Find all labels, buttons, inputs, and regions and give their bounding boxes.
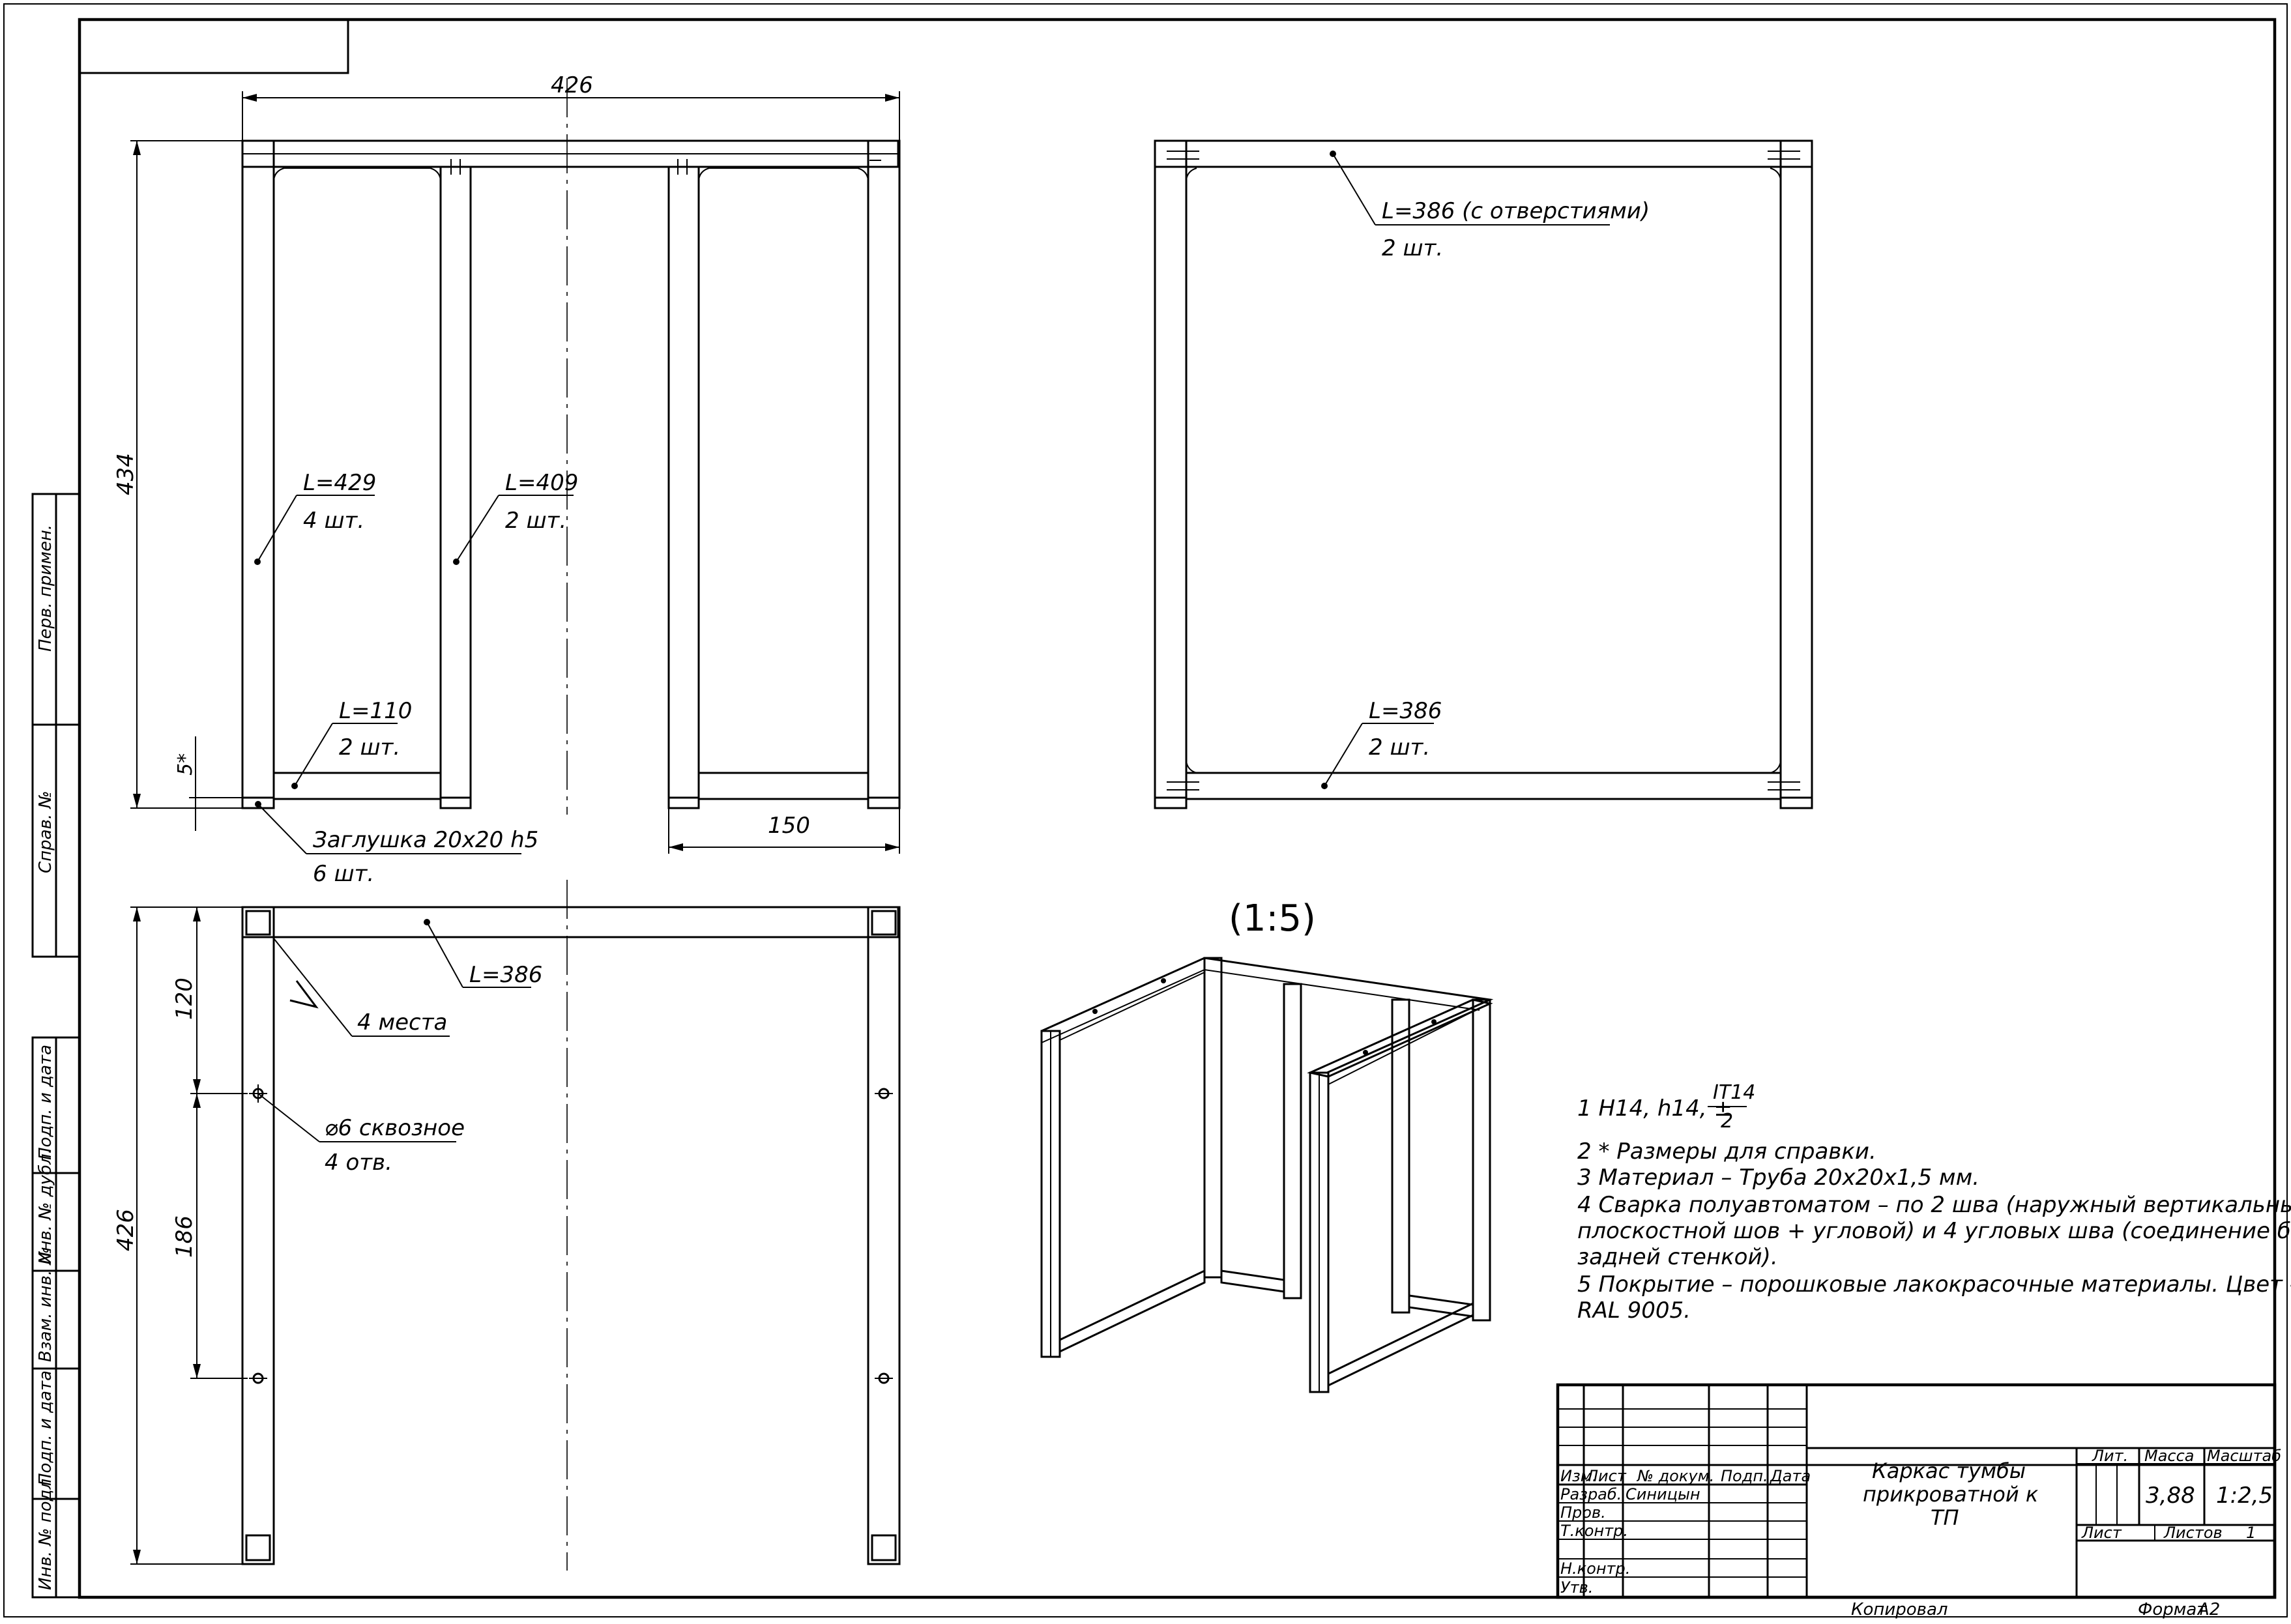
row-tkontr: Т.контр.	[1560, 1522, 1628, 1540]
callout-l429: L=429	[303, 470, 376, 496]
front-dimensions: 426 434 5* 150	[113, 72, 900, 854]
note-5-line-2: RAL 9005.	[1577, 1298, 1691, 1324]
note-4-line-2: плоскостной шов + угловой) и 4 угловых ш…	[1577, 1218, 2291, 1244]
side-view	[1154, 139, 1813, 809]
dim-leg-gap: 150	[768, 813, 810, 839]
label-sprav-no: Справ. №	[36, 791, 55, 873]
drawing-title-line-1: Каркас тумбы	[1872, 1458, 2026, 1483]
label-podp-data-2: Подп. и дата	[36, 1370, 55, 1486]
note-2: 2 * Размеры для справки.	[1577, 1138, 1876, 1165]
title-block: Изм. Лист № докум. Подп. Дата Разраб. Си…	[1556, 1383, 2281, 1619]
row-prov: Пров.	[1560, 1503, 1606, 1522]
label-perv-primen: Перв. примен.	[36, 525, 55, 652]
massa-value: 3,88	[2146, 1483, 2195, 1509]
note-5-line-1: 5 Покрытие – порошковые лакокрасочные ма…	[1577, 1271, 2291, 1298]
col-list: Лист	[1586, 1467, 1627, 1485]
label-inv-podl: Инв. № подл.	[36, 1473, 55, 1590]
plan-dimensions: 426 120 186	[113, 906, 248, 1565]
outer-trim-border	[3, 3, 2288, 1617]
iso-scale-label: (1:5)	[1229, 897, 1316, 940]
massa-label: Масса	[2144, 1447, 2195, 1465]
dim-hole-first: 120	[171, 978, 197, 1020]
callout-l386-holes-qty: 2 шт.	[1382, 235, 1443, 261]
col-doc: № докум.	[1636, 1467, 1714, 1485]
lit-label: Лит.	[2092, 1447, 2128, 1465]
plan-view	[241, 880, 901, 1571]
masshtab-value: 1:2,5	[2216, 1483, 2273, 1509]
front-callouts: L=429 4 шт. L=409 2 шт. L=110 2 шт. Загл…	[254, 470, 578, 887]
masshtab-label: Масштаб	[2207, 1447, 2281, 1465]
side-strip: Перв. примен. Справ. № Подп. и дата Инв.…	[31, 493, 81, 1599]
row-razrab-name: Синицын	[1626, 1485, 1700, 1503]
note-4-line-1: 4 Сварка полуавтоматом – по 2 шва (наруж…	[1577, 1192, 2291, 1218]
dim-hole-spacing: 186	[171, 1215, 197, 1258]
note-3: 3 Материал – Труба 20х20х1,5 мм.	[1577, 1165, 1979, 1191]
callout-hole-qty: 4 отв.	[325, 1150, 392, 1176]
side-callouts: L=386 (с отверстиями) 2 шт. L=386 2 шт.	[1321, 151, 1650, 789]
col-podp: Подп.	[1721, 1467, 1768, 1485]
format-label: Формат	[2138, 1600, 2207, 1619]
col-izm: Изм.	[1560, 1467, 1597, 1485]
row-nkontr: Н.контр.	[1560, 1559, 1630, 1578]
row-utv: Утв.	[1560, 1578, 1593, 1597]
format-value: А2	[2196, 1600, 2220, 1619]
listov-label: Листов	[2163, 1524, 2223, 1542]
dim-front-width: 426	[551, 72, 593, 98]
row-razrab: Разраб.	[1560, 1485, 1622, 1503]
note-1-prefix: 1 H14, h14, ±	[1577, 1095, 1732, 1122]
isometric-view	[1040, 957, 1494, 1393]
front-view	[241, 78, 901, 815]
callout-l409-qty: 2 шт.	[505, 508, 566, 534]
note-4-line-3: задней стенкой).	[1577, 1244, 1778, 1270]
drawing-title-line-3: ТП	[1931, 1505, 1959, 1530]
callout-l110: L=110	[339, 698, 412, 724]
note-1-denominator: 2	[1721, 1110, 1733, 1133]
list-label: Лист	[2081, 1524, 2122, 1542]
callout-places: 4 места	[357, 1009, 447, 1036]
dim-plan-depth: 426	[113, 1209, 139, 1251]
drawing-title-line-2: прикроватной к	[1863, 1482, 2039, 1507]
callout-l386-plan: L=386	[469, 962, 542, 988]
label-vzam-inv: Взам. инв. №	[36, 1247, 55, 1362]
label-podp-data-1: Подп. и дата	[36, 1045, 55, 1160]
listov-value: 1	[2246, 1524, 2256, 1542]
callout-l429-qty: 4 шт.	[303, 508, 364, 534]
dim-foot-height: 5*	[174, 753, 197, 776]
callout-plug-qty: 6 шт.	[313, 861, 374, 887]
kopiroval-label: Копировал	[1851, 1600, 1948, 1619]
callout-l386-bottom-qty: 2 шт.	[1369, 734, 1430, 761]
top-left-box	[78, 18, 349, 74]
plan-callouts: L=386 4 места ⌀6 сквозное 4 отв.	[257, 919, 542, 1176]
dim-front-height: 434	[113, 453, 139, 495]
technical-notes: 1 H14, h14, ± IT14 2 2 * Размеры для спр…	[1577, 1081, 2291, 1324]
callout-hole: ⌀6 сквозное	[325, 1115, 465, 1141]
col-data: Дата	[1770, 1467, 1811, 1485]
callout-plug: Заглушка 20х20 h5	[313, 827, 538, 853]
label-inv-dubl: Инв. № дубл.	[36, 1148, 55, 1264]
callout-l409: L=409	[505, 470, 578, 496]
callout-l386-holes: L=386 (с отверстиями)	[1382, 198, 1650, 224]
callout-l386-bottom: L=386	[1369, 698, 1442, 724]
note-1-numerator: IT14	[1713, 1081, 1755, 1104]
callout-l110-qty: 2 шт.	[339, 734, 400, 761]
